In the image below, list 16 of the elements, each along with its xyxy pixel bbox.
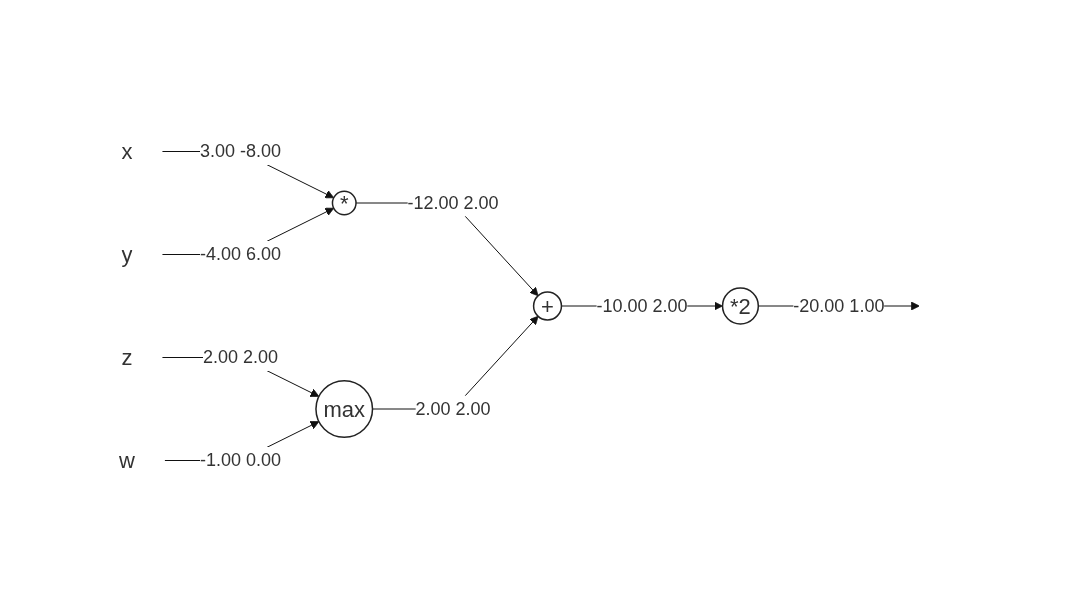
edge-label: -20.00 1.00 (793, 295, 885, 316)
edge-label: -4.00 6.00 (199, 244, 281, 264)
edge-label: 2.00 2.00 (202, 347, 278, 367)
edge-label: 3.00 -8.00 (199, 141, 281, 161)
node-text: x (121, 139, 133, 164)
node-text: w (118, 448, 135, 473)
edge-label: -1.00 0.00 (199, 450, 281, 470)
edge-label: -10.00 2.00 (596, 295, 688, 316)
node-circle: max (315, 379, 374, 439)
edge-label: 2.00 2.00 (415, 398, 491, 419)
node-circle: + (532, 291, 562, 321)
node-text: y (121, 242, 133, 267)
node-circle: * (331, 190, 357, 216)
node-circle: *2 (721, 287, 759, 325)
node-text: z (121, 345, 133, 370)
edge-label: -12.00 2.00 (407, 192, 499, 213)
